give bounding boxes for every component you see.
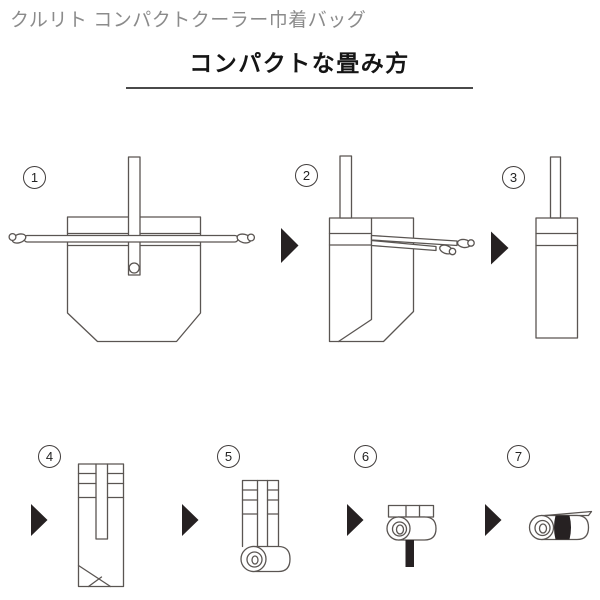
step-3-narrow-strip-illustration bbox=[535, 156, 579, 339]
section-heading-text: コンパクトな畳み方 bbox=[189, 50, 410, 76]
step-6-rolled-with-strap-illustration bbox=[386, 504, 437, 567]
section-heading: コンパクトな畳み方 bbox=[126, 44, 473, 89]
arrow-right-icon bbox=[347, 504, 364, 536]
arrow-right-icon bbox=[491, 231, 509, 265]
step-2-half-folded-bag-illustration bbox=[328, 155, 475, 343]
corner-fold-line bbox=[77, 564, 112, 588]
step-1-bag-illustration bbox=[8, 156, 256, 343]
step-number-2: 2 bbox=[295, 164, 318, 187]
step-5-rolling-illustration bbox=[240, 479, 291, 573]
handle-strap bbox=[127, 156, 141, 276]
step-number-1: 1 bbox=[23, 166, 46, 189]
arrow-right-icon bbox=[281, 228, 299, 263]
handle-strap bbox=[549, 156, 562, 219]
handle-strap bbox=[95, 463, 109, 540]
handle-strap-band bbox=[554, 515, 571, 540]
arrow-right-icon bbox=[182, 504, 199, 536]
step-7-finished-roll-illustration bbox=[528, 510, 593, 541]
handle-strap bbox=[339, 155, 353, 219]
drawstring-cord bbox=[370, 234, 458, 247]
handle-strap bbox=[405, 540, 414, 567]
arrow-right-icon bbox=[485, 504, 502, 536]
handle-strap bbox=[256, 479, 269, 548]
step-number-4: 4 bbox=[38, 445, 61, 468]
step-number-6: 6 bbox=[354, 445, 377, 468]
step-number-7: 7 bbox=[507, 445, 530, 468]
step-4-strap-folded-illustration bbox=[77, 463, 125, 588]
arrow-right-icon bbox=[31, 504, 48, 536]
snap-button bbox=[128, 262, 140, 274]
drawstring-cord bbox=[370, 239, 437, 252]
product-title: クルリト コンパクトクーラー巾着バッグ bbox=[10, 10, 367, 31]
drawstring-cord bbox=[23, 234, 239, 243]
step-number-3: 3 bbox=[502, 166, 525, 189]
step-number-5: 5 bbox=[217, 445, 240, 468]
